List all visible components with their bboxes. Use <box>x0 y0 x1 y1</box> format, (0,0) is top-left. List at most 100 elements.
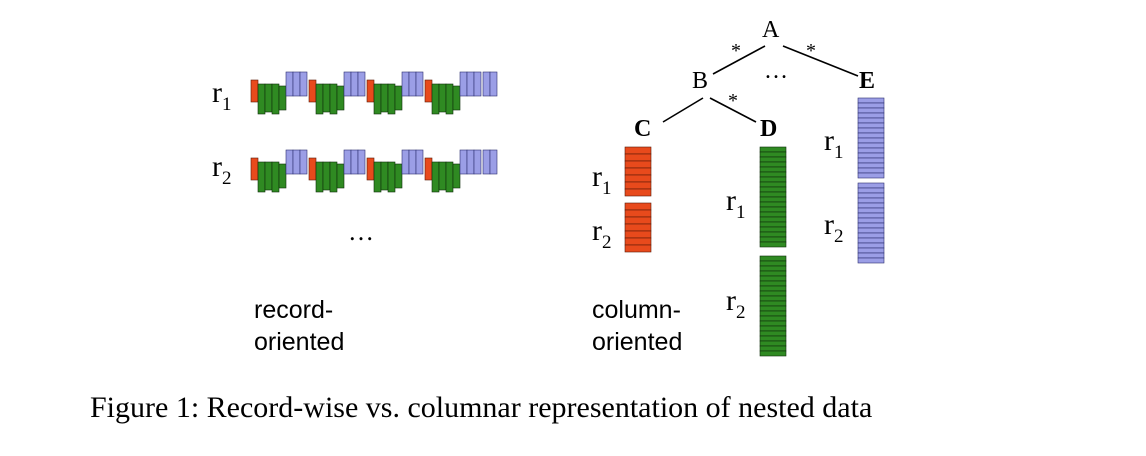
blue-stripe <box>857 152 885 159</box>
green-stripe <box>759 176 787 183</box>
green-stripe <box>759 156 787 163</box>
green-stripe <box>759 285 787 292</box>
green-stripe <box>759 270 787 277</box>
green-stripe <box>759 221 787 228</box>
red-stripe <box>624 146 652 155</box>
blue-stripe <box>857 157 885 164</box>
blue-stripe <box>857 172 885 179</box>
blue-cell <box>408 71 417 97</box>
blue-stripe <box>857 257 885 264</box>
green-stripe <box>759 320 787 327</box>
red-stripe <box>624 174 652 183</box>
blue-cell <box>357 71 366 97</box>
red-stripe <box>624 209 652 218</box>
green-stripe <box>759 310 787 317</box>
column-caption-line-1: column- <box>592 296 681 324</box>
column-oriented-panel: A B C D E * * * … r1 r2 r1 r2 r1 r2 colu <box>592 17 885 357</box>
column-d-r2-block <box>759 255 787 357</box>
green-stripe <box>759 350 787 357</box>
blue-stripe <box>857 127 885 134</box>
blue-cell <box>401 149 410 175</box>
blue-cell <box>285 149 294 175</box>
red-cell <box>308 157 317 181</box>
blue-cell <box>415 71 424 97</box>
green-cell <box>329 83 338 115</box>
blue-cell <box>489 149 498 175</box>
red-cell <box>250 157 259 181</box>
green-cell <box>329 161 338 193</box>
green-stripe <box>759 226 787 233</box>
green-cell <box>431 161 440 193</box>
blue-cell <box>459 149 468 175</box>
column-e-r2-label: r2 <box>824 208 844 247</box>
blue-stripe <box>857 237 885 244</box>
edge-b-d <box>709 97 757 123</box>
green-cell <box>336 163 345 189</box>
edge-b-c <box>662 97 704 123</box>
blue-cell <box>350 71 359 97</box>
blue-cell <box>357 149 366 175</box>
green-cell <box>380 83 389 113</box>
green-stripe <box>759 241 787 248</box>
tree-node-c: C <box>634 116 651 142</box>
red-cell <box>424 157 433 181</box>
red-cell <box>308 79 317 103</box>
blue-stripe <box>857 222 885 229</box>
tree-node-d: D <box>760 116 777 142</box>
blue-stripe <box>857 137 885 144</box>
blue-stripe <box>857 202 885 209</box>
edge-a-b <box>712 45 766 75</box>
blue-cell <box>489 71 498 97</box>
green-cell <box>438 83 447 113</box>
blue-cell <box>415 149 424 175</box>
blue-stripe <box>857 242 885 249</box>
red-stripe <box>624 153 652 162</box>
green-cell <box>445 83 454 115</box>
green-cell <box>431 83 440 115</box>
green-cell <box>373 161 382 193</box>
blue-cell <box>285 71 294 97</box>
record-caption-line-2: oriented <box>254 328 344 356</box>
green-cell <box>373 83 382 115</box>
row-2-label: r2 <box>212 150 232 189</box>
green-cell <box>445 161 454 193</box>
column-d-r2-label: r2 <box>726 284 746 323</box>
blue-stripe <box>857 107 885 114</box>
red-stripe <box>624 167 652 176</box>
blue-cell <box>299 149 308 175</box>
blue-cell <box>459 71 468 97</box>
blue-cell <box>473 149 482 175</box>
tree-node-a: A <box>762 17 780 43</box>
record-row-2 <box>250 149 498 193</box>
blue-stripe <box>857 182 885 189</box>
green-cell <box>315 83 324 115</box>
red-cell <box>366 79 375 103</box>
green-stripe <box>759 325 787 332</box>
star-b-d: * <box>728 90 738 112</box>
green-cell <box>380 161 389 191</box>
green-cell <box>271 83 280 115</box>
green-cell <box>257 161 266 193</box>
red-stripe <box>624 202 652 211</box>
green-stripe <box>759 345 787 352</box>
green-stripe <box>759 275 787 282</box>
edge-a-e <box>782 45 859 77</box>
green-cell <box>438 161 447 191</box>
green-stripe <box>759 171 787 178</box>
column-e-r1-block <box>857 97 885 179</box>
blue-stripe <box>857 197 885 204</box>
blue-stripe <box>857 122 885 129</box>
blue-stripe <box>857 167 885 174</box>
blue-cell <box>473 71 482 97</box>
green-stripe <box>759 166 787 173</box>
column-c-r1-block <box>624 146 652 197</box>
record-ellipsis: … <box>348 217 374 246</box>
record-row-1 <box>250 71 498 115</box>
blue-stripe <box>857 142 885 149</box>
green-stripe <box>759 305 787 312</box>
green-stripe <box>759 265 787 272</box>
blue-stripe <box>857 217 885 224</box>
red-stripe <box>624 160 652 169</box>
blue-stripe <box>857 117 885 124</box>
column-e-r2-block <box>857 182 885 264</box>
